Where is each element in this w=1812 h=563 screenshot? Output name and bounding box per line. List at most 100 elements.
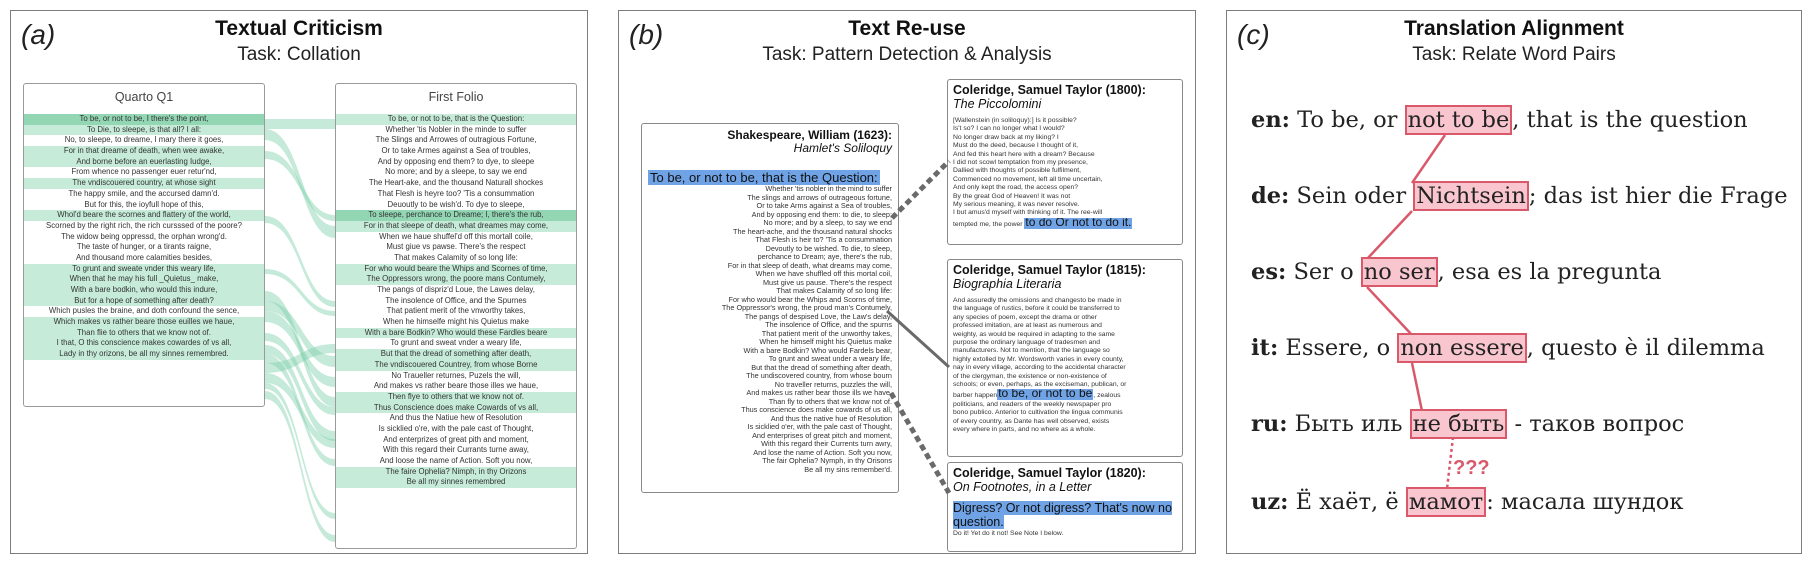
text-line: I that, O this conscience makes cowardes… (24, 338, 264, 350)
target-highlight: Digress? Or not digress? That's now no q… (953, 501, 1172, 530)
target-author: Coleridge, Samuel Taylor (1820): (953, 466, 1146, 480)
panel-text-reuse: (b) Text Re-use Task: Pattern Detection … (618, 10, 1196, 554)
row-post: , that is the question (1512, 107, 1748, 133)
text-line: of the clergyman, the existence or non-e… (953, 372, 1107, 380)
source-text-box: Shakespeare, William (1623): Hamlet's So… (641, 123, 899, 493)
target-author: Coleridge, Samuel Taylor (1800): (953, 83, 1146, 97)
folio-lines: To be, or not to be, that is the Questio… (336, 114, 576, 489)
text-line: No more; and by a sleep, to say we end (763, 218, 892, 227)
text-line: No longer draw back at my liking? I (953, 133, 1059, 141)
text-line: And enterprises of great pitch and momen… (752, 430, 892, 440)
text-line: My serious meaning, it was never resolve… (953, 201, 1080, 209)
target-highlight-line: barber happento be, or not to be, zealou… (953, 389, 1177, 401)
text-line: Is sicklied o'er, with the pale cast of … (747, 422, 892, 431)
source-work: Hamlet's Soliloquy (793, 141, 892, 155)
text-line: That Flesh is heyre too? 'Tis a consumma… (377, 188, 535, 198)
text-line: No Traueller returnes, Puzels the will, (391, 370, 521, 380)
text-line: With a bare bodkin, who would this indur… (24, 285, 264, 296)
text-line: No traveller returns, puzzles the will, (774, 379, 892, 389)
source-lines: Whether 'tis nobler in the mind to suffe… (722, 184, 892, 474)
text-line: Or to take Armes against a Sea of troubl… (381, 146, 531, 156)
text-line: The fair Ophelia? Nymph, in thy Orisons (762, 456, 892, 465)
row-pre: Sein oder (1289, 183, 1414, 209)
text-line: manufacturers. Not to mention, that the … (953, 347, 1110, 355)
panel-task: Task: Pattern Detection & Analysis (762, 44, 1052, 65)
target-body: And assuredly the omissions and changest… (953, 297, 1177, 435)
target-text-tail: tempted me, the power (953, 220, 1023, 228)
panel-label: (a) (21, 19, 56, 50)
target-body: [Wallenstein (in soliloquy):] Is it poss… (953, 117, 1177, 229)
align-link-it-ru (1410, 362, 1424, 412)
panel-title: Textual Criticism (215, 17, 383, 40)
text-line: For in that sleep of death, what dreams … (727, 260, 892, 270)
text-line: No, to sleepe, to dreame, I mary there i… (64, 135, 224, 145)
text-line: Lady in thy orizons, be all my sinnes re… (24, 349, 264, 360)
text-line: And makes us rather bear those ills we h… (746, 388, 892, 397)
text-line: bono publico. Anterior to cultivation th… (953, 409, 1123, 417)
link-piccolomini (890, 159, 951, 220)
text-line: nay in every village, according to the a… (953, 364, 1126, 372)
text-line: I did not scowl temptation from my prese… (953, 159, 1088, 167)
text-line: For who would bear the Whips and Scorns … (728, 294, 892, 304)
text-line: With this regard their Currants turne aw… (383, 445, 529, 455)
text-line: the language of rustics, before it could… (953, 305, 1120, 313)
quarto-header: Quarto Q1 (114, 90, 174, 104)
text-line: That Flesh is heir to? 'Tis a consummati… (755, 235, 892, 244)
text-line: Is't so? I can no longer what I would? (953, 125, 1065, 133)
text-line: That makes Calamity of so long life: (776, 286, 892, 295)
target-box-biographia: Coleridge, Samuel Taylor (1815): Biograp… (947, 259, 1183, 457)
translation-row-it: it: Essere, o non essere, questo è il di… (1251, 333, 1765, 363)
text-line: Must give us pause. There's the respect (762, 277, 892, 287)
text-line: And thus the native hue of Resolution (770, 413, 892, 423)
text-line: any species of poem, except the drama or… (953, 313, 1097, 321)
row-post: , questo è il dilemma (1526, 335, 1765, 361)
text-line: And borne before an euerlasting Iudge, (24, 156, 264, 168)
text-line: The vndiscouered Countrey, from whose Bo… (336, 359, 576, 371)
row-pre: Ё хаёт, ё (1288, 489, 1406, 515)
text-line: Is sicklied o're, with the pale cast of … (378, 423, 534, 433)
target-lines-after: politicians, and readers of the weekly n… (953, 401, 1177, 435)
lang-code: it: (1251, 335, 1279, 361)
target-highlight: to do Or not to do it. (1024, 217, 1133, 229)
text-line: Deuoutly to be wish'd. To dye to sleepe, (387, 199, 525, 209)
target-highlight: to be, or not to be (997, 389, 1094, 401)
text-line: The Heart-ake, and the thousand Naturall… (368, 178, 544, 188)
target-body: Digress? Or not digress? That's now no q… (953, 501, 1177, 538)
text-line: When we haue shuffel'd off this mortall … (379, 231, 533, 241)
text-line: politicians, and readers of the weekly n… (953, 400, 1112, 408)
text-line: And lose the name of Action. Soft you no… (753, 447, 892, 457)
text-line: And makes vs rather beare those illes we… (373, 381, 539, 391)
target-lines: And assuredly the omissions and changest… (953, 297, 1177, 389)
text-line: Or to take Arms against a Sea of trouble… (756, 201, 892, 210)
target-work: Biographia Literaria (953, 277, 1062, 291)
link-footnotes (888, 391, 952, 495)
lang-code: en: (1251, 107, 1290, 133)
text-line: The insolence of Office, and the Spurnes (385, 295, 527, 305)
source-highlight: To be, or not to be, that is the Questio… (648, 170, 880, 185)
text-line: [Wallenstein (in soliloquy):] Is it poss… (953, 117, 1077, 124)
aligned-word: мамот (1405, 487, 1487, 517)
text-line: That patient merit of the vnworthy takes… (386, 306, 526, 316)
text-line: And by opposing end them: to die, to sle… (751, 209, 892, 219)
text-line: Then flye to others that we know not of. (336, 391, 576, 403)
text-line: The taste of hunger, or a tirants raigne… (76, 242, 212, 252)
translation-row-en: en: To be, or not to be, that is the que… (1251, 105, 1748, 135)
text-line: Thus Conscience does make Cowards of vs … (336, 402, 576, 414)
text-line: But for this, the ioyfull hope of this, (84, 199, 204, 209)
text-line: weighty, as would be required in adaptin… (953, 330, 1115, 338)
text-line: schools; or even, perhaps, as the excise… (953, 381, 1127, 389)
text-line: I but amus'd myself with thinking of it.… (953, 209, 1103, 217)
text-line: of every country, as Dante has well obse… (953, 417, 1110, 425)
aligned-word: not to be (1404, 105, 1513, 135)
text-line: The Slings and Arrowes of outragious For… (375, 135, 537, 145)
align-link-es-it (1366, 286, 1413, 336)
text-line: highly extolled by Mr. Wordsworth varies… (953, 355, 1124, 363)
text-line: To be, or not to be, I there's the point… (24, 114, 264, 125)
text-line: The pangs of despised Love, the Law's de… (744, 311, 892, 321)
target-text-pre: barber happen (953, 392, 998, 400)
target-work: The Piccolomini (953, 97, 1042, 111)
text-line: From whence no passenger euer retur'nd, (71, 167, 217, 177)
text-line: purpose the ordinary language of tradesm… (953, 339, 1100, 347)
row-pre: Essere, o (1278, 335, 1398, 361)
